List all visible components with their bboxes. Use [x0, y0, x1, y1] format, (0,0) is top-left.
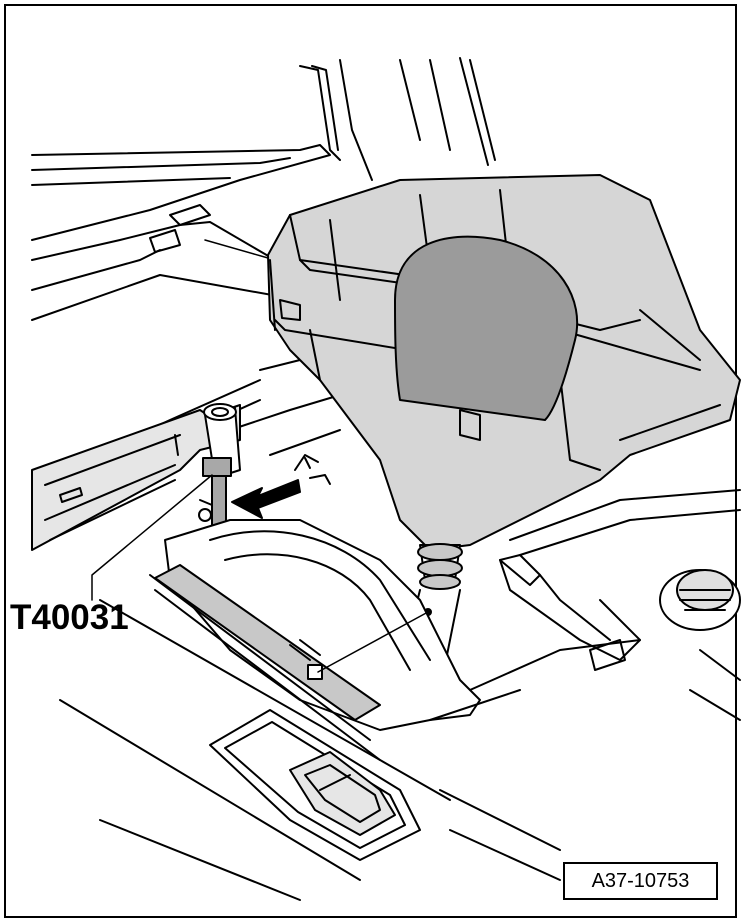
rotation-indicator-icon [294, 454, 331, 485]
selector-gate [59, 519, 481, 881]
reference-code: A37-10753 [563, 862, 718, 900]
floor-lines [99, 789, 561, 901]
left-shelf [31, 404, 241, 551]
push-direction-arrow [231, 479, 301, 519]
upper-trim-panel [31, 144, 331, 321]
boot-oval-opening [394, 235, 579, 421]
tool-label: T40031 [10, 598, 129, 637]
tool-t40031 [198, 403, 241, 537]
cup-holder [209, 709, 421, 861]
gear-indicator-strip [154, 564, 381, 721]
leader-lines [91, 239, 429, 673]
window-frame-lines [299, 57, 496, 181]
right-console [429, 489, 741, 721]
